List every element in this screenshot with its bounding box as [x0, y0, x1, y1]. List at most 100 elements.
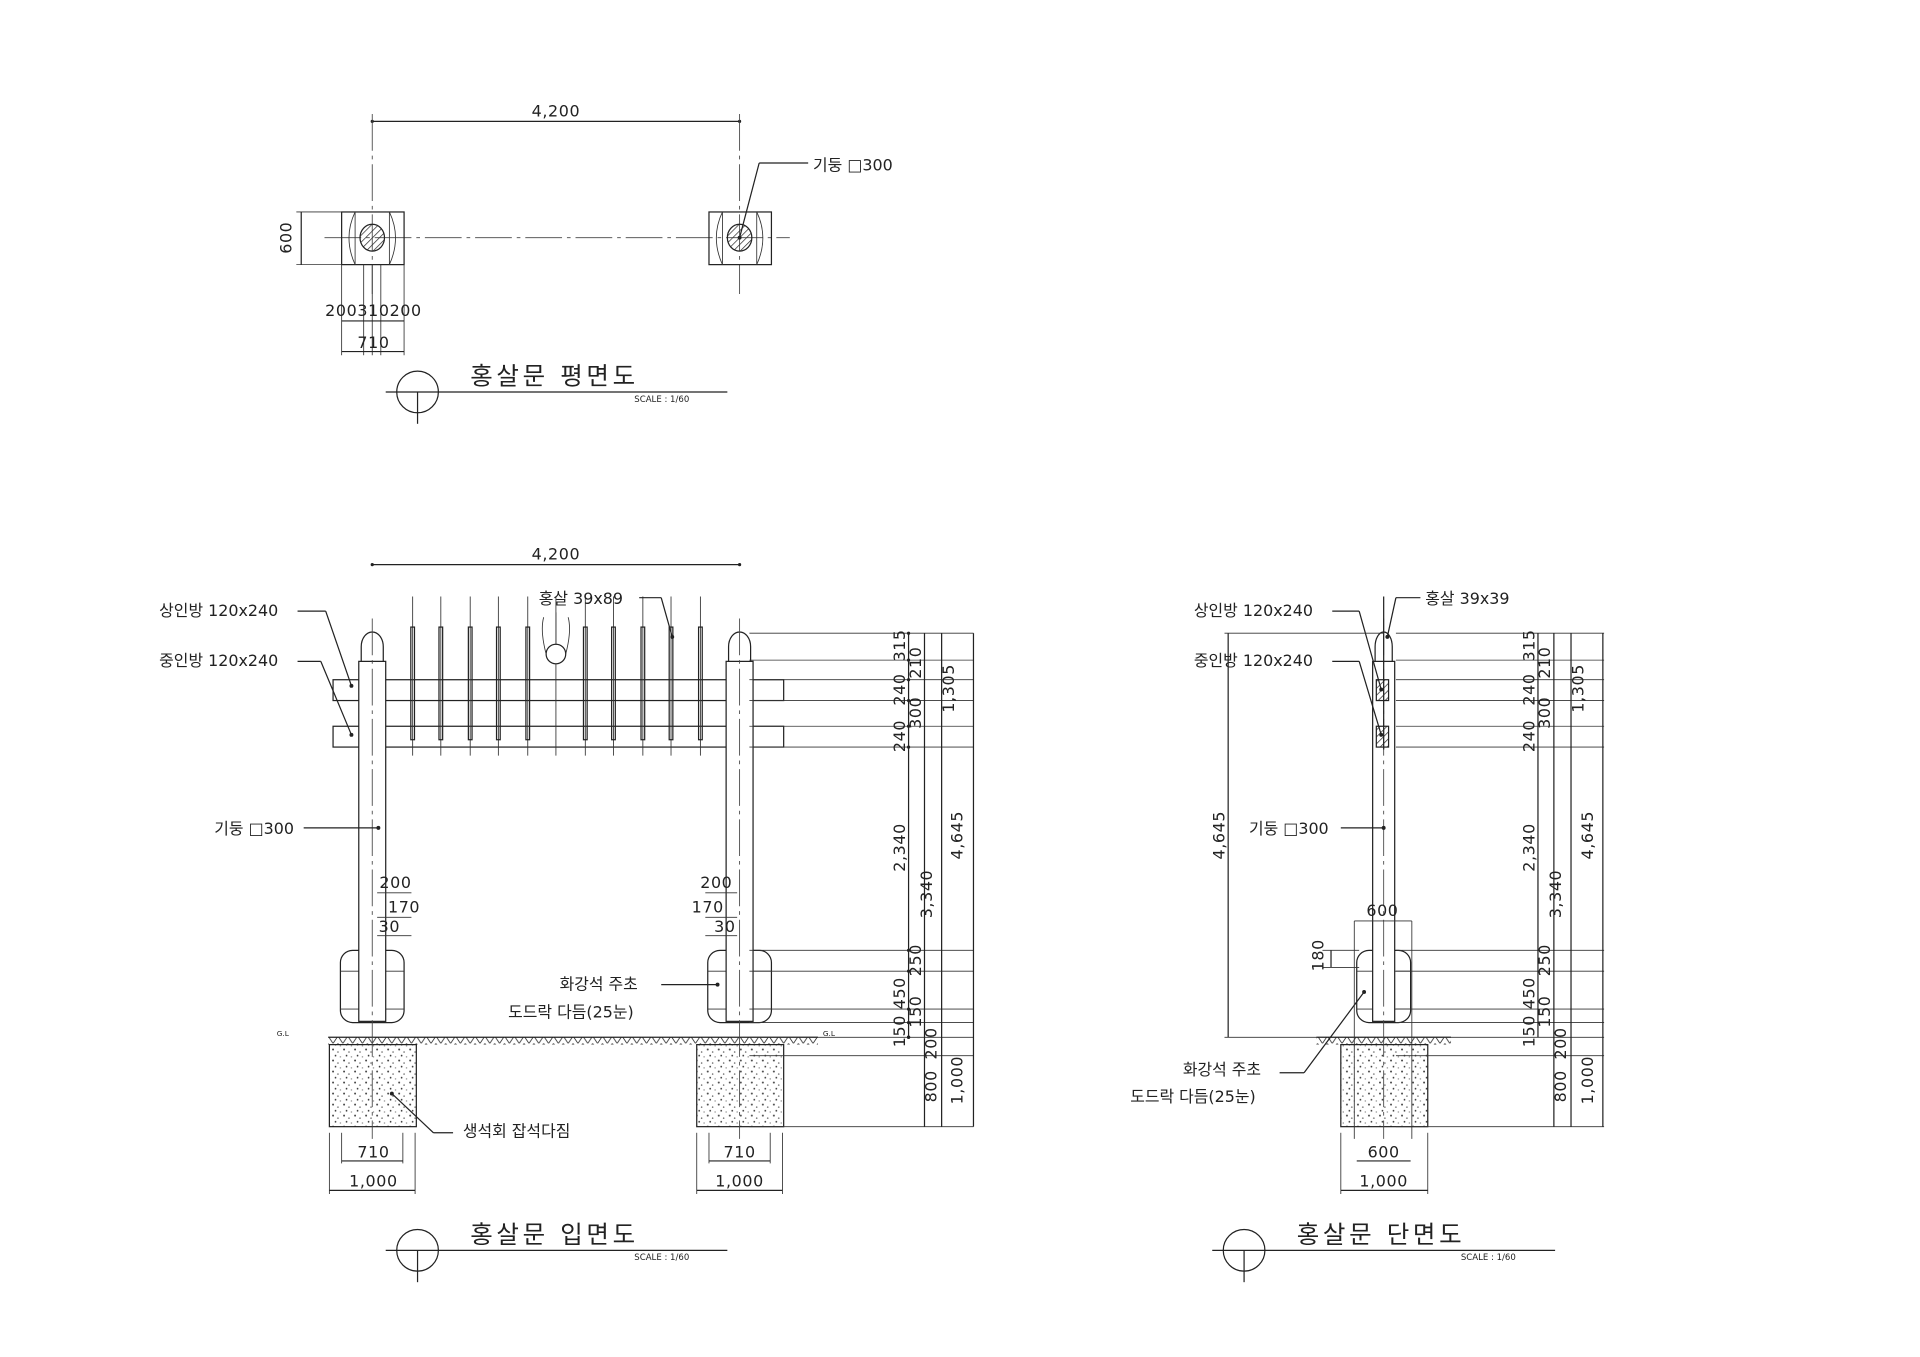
sect-upper-rail-label: 상인방 120x240 — [1194, 601, 1313, 620]
sect-cap-dim: 180 — [1309, 939, 1328, 971]
elev-right-dim-200: 200 — [700, 873, 732, 892]
elev-foundation-label: 생석회 잡석다짐 — [463, 1121, 571, 1140]
spear-shaft — [438, 626, 444, 741]
mid-rail — [332, 725, 785, 748]
leader-dot — [737, 235, 742, 240]
spear-shaft — [410, 626, 416, 741]
elev-left-dim-170: 170 — [388, 897, 420, 916]
elev-right-dim-30: 30 — [714, 917, 735, 936]
sect-dim-315: 315 — [1519, 629, 1538, 661]
sect-scale: SCALE : 1/60 — [1461, 1253, 1516, 1263]
sect-dim-240a: 240 — [1519, 673, 1538, 705]
spear-shaft — [640, 626, 646, 741]
elevation-geometry — [297, 563, 975, 1283]
line — [1358, 661, 1382, 736]
lime-gravel-foundation — [696, 1044, 785, 1128]
elev-width-dim: 4,200 — [532, 545, 581, 564]
leader-dot — [376, 825, 381, 830]
line — [1358, 610, 1382, 690]
elev-dim-450: 450 — [890, 977, 909, 1009]
leader-dot — [1381, 825, 1386, 830]
plan-view: 4,200 기둥 □300 600 200310200 710 홍살문 평면도 … — [276, 101, 893, 424]
elev-left-dim-200: 200 — [379, 873, 411, 892]
elev-mid-rail-label: 중인방 120x240 — [159, 651, 278, 670]
spear-shaft — [582, 626, 588, 741]
elev-gl-right: G.L — [823, 1029, 836, 1038]
spear-shaft — [611, 626, 616, 741]
sect-dim-1305: 1,305 — [1568, 664, 1587, 713]
leader-line — [738, 162, 760, 238]
dimension-tick — [906, 745, 911, 749]
elev-dim-3340: 3,340 — [917, 870, 936, 919]
leader-dot — [389, 1091, 394, 1096]
footing-outline — [341, 211, 405, 266]
dimension-tick — [906, 1007, 911, 1011]
elev-dim-800: 800 — [922, 1070, 941, 1102]
sect-bottom-1000: 1,000 — [1359, 1172, 1408, 1191]
plan-width-dim: 4,200 — [532, 101, 581, 120]
leader-dot — [1379, 687, 1384, 692]
elev-right-dim-170: 170 — [692, 897, 724, 916]
sect-base-stone-label: 화강석 주초 — [1183, 1060, 1261, 1079]
spear-shaft — [467, 626, 473, 741]
line — [660, 597, 673, 638]
base-stone-curve — [348, 211, 396, 265]
plan-column-label: 기둥 □300 — [813, 155, 893, 174]
sect-height-left: 4,645 — [1209, 811, 1228, 860]
trident-ornament — [541, 612, 570, 655]
elev-dim-250: 250 — [906, 944, 925, 976]
sect-dim-3340: 3,340 — [1546, 870, 1565, 919]
line — [391, 1093, 434, 1134]
sect-spear-label: 홍살 39x39 — [1425, 589, 1509, 608]
elev-gl-left: G.L — [277, 1029, 290, 1038]
sect-dim-300: 300 — [1535, 697, 1554, 729]
elev-dim-300: 300 — [906, 697, 925, 729]
plan-base-dim: 710 — [357, 333, 389, 352]
section-view: 홍살 39x39 상인방 120x240 중인방 120x240 기둥 □300… — [1130, 589, 1605, 1283]
sect-title: 홍살문 단면도 — [1297, 1220, 1466, 1249]
line — [325, 610, 353, 687]
dimension-tick — [906, 631, 911, 635]
elev-dim-315: 315 — [890, 629, 909, 661]
line — [320, 661, 352, 736]
elev-column-label: 기둥 □300 — [214, 819, 294, 838]
leader-dot — [1385, 634, 1390, 639]
elev-dim-240b: 240 — [890, 720, 909, 752]
sect-dim-800: 800 — [1551, 1070, 1570, 1102]
elev-right-bottom-710: 710 — [723, 1142, 755, 1161]
section-geometry — [1212, 596, 1605, 1283]
sect-dim-4645: 4,645 — [1578, 811, 1597, 860]
ground-hatch — [328, 1037, 818, 1045]
dimension-tick — [906, 658, 911, 662]
elev-dim-1305: 1,305 — [939, 664, 958, 713]
lime-gravel-foundation — [1340, 1044, 1429, 1128]
elev-finish-label: 도드락 다듬(25눈) — [508, 1003, 634, 1022]
plan-depth-dim: 600 — [276, 222, 295, 254]
plan-scale: SCALE : 1/60 — [634, 395, 689, 405]
dimension-tick — [906, 948, 911, 952]
taegeuk-ornament — [545, 643, 567, 665]
dimension-tick — [906, 678, 911, 682]
sect-dim-150b: 150 — [1535, 995, 1554, 1027]
spear-shaft — [525, 626, 531, 741]
dimension-tick — [906, 969, 911, 973]
elev-right-bottom-1000: 1,000 — [715, 1172, 764, 1191]
line — [1386, 597, 1397, 637]
plan-parts-dim: 200310200 — [325, 301, 422, 320]
elev-dim-2340: 2,340 — [890, 823, 909, 872]
upper-rail — [332, 679, 785, 702]
elev-dim-210: 210 — [906, 646, 925, 678]
leader-dot — [1362, 990, 1367, 994]
sect-finish-label: 도드락 다듬(25눈) — [1130, 1087, 1256, 1106]
elev-scale: SCALE : 1/60 — [634, 1253, 689, 1263]
elev-left-bottom-710: 710 — [357, 1142, 389, 1161]
leader-dot — [1379, 732, 1384, 737]
sect-bottom-600: 600 — [1368, 1142, 1400, 1161]
elev-base-stone-label: 화강석 주초 — [560, 975, 638, 994]
spear-shaft — [495, 626, 501, 741]
leader-dot — [715, 982, 720, 987]
elev-dim-240a: 240 — [890, 673, 909, 705]
elev-dim-1000: 1,000 — [947, 1056, 966, 1105]
sect-mid-rail-label: 중인방 120x240 — [1194, 651, 1313, 670]
